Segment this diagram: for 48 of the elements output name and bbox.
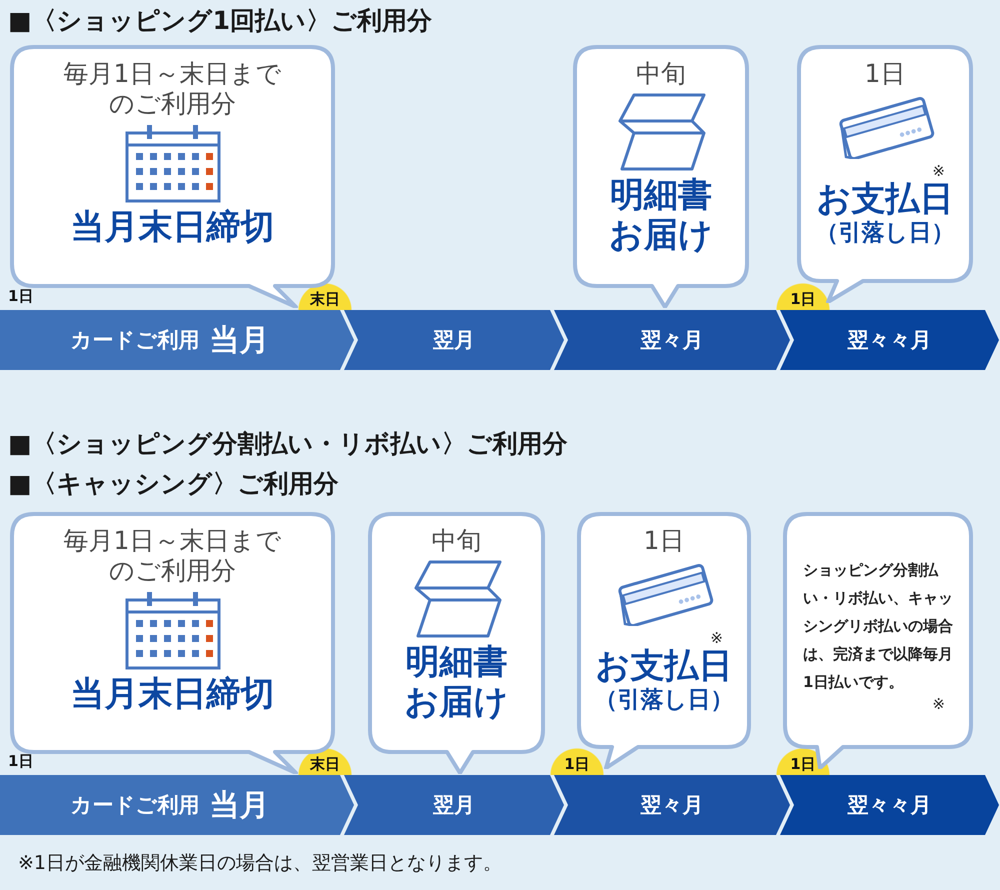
month-label: 翌月: [433, 327, 475, 354]
callout-text: 中旬: [432, 526, 482, 556]
month-band: [0, 310, 354, 370]
note-mark: ※: [710, 630, 723, 646]
callout-heading: 当月末日締切: [70, 674, 274, 714]
speech-bubble: [573, 45, 749, 308]
section-heading: ■〈ショッピング1回払い〉ご利用分: [8, 5, 432, 37]
note-mark: ※: [932, 696, 945, 712]
callout-heading: 当月末日締切: [70, 207, 274, 247]
month-band: [780, 775, 999, 835]
month-band: [344, 310, 564, 370]
callout-heading: お支払日: [596, 646, 732, 686]
date-badge: 末日: [298, 282, 352, 310]
month-label: 当月: [210, 322, 270, 360]
month-label: 翌々々月: [848, 792, 932, 819]
section-heading: ■〈キャッシング〉ご利用分: [8, 468, 339, 500]
callout-heading: お支払日: [816, 179, 954, 219]
callout-heading: 明細書お届け: [608, 175, 714, 255]
callout-subheading: （引落し日）: [816, 219, 954, 247]
month-band: [0, 775, 354, 835]
month-band: [554, 310, 790, 370]
date-badge: 1日: [550, 747, 604, 775]
speech-bubble: [368, 512, 545, 774]
month-band: [780, 310, 999, 370]
month-label: 翌々月: [640, 792, 704, 819]
section-heading: ■〈ショッピング分割払い・リボ払い〉ご利用分: [8, 428, 568, 460]
callout-heading: 明細書お届け: [404, 642, 510, 722]
footnote: ※1日が金融機関休業日の場合は、翌営業日となります。: [18, 851, 502, 876]
callout-text: 毎月1日～末日までのご利用分: [62, 59, 282, 119]
month-label: 翌月: [433, 792, 475, 819]
month-band: [554, 775, 790, 835]
month-label: 当月: [210, 786, 270, 824]
month-label: 翌々々月: [848, 327, 932, 354]
date-badge: 1日: [776, 282, 830, 310]
day-label: 1日: [8, 752, 34, 771]
callout-text: 毎月1日～末日までのご利用分: [62, 526, 282, 586]
day-label: 1日: [8, 287, 34, 306]
callout-text: 1日: [864, 59, 906, 89]
date-badge: 末日: [298, 747, 352, 775]
month-label: 翌々月: [640, 327, 704, 354]
note-mark: ※: [932, 163, 945, 179]
month-label: カードご利用: [70, 792, 200, 819]
note-text: ショッピング分割払い・リボ払い、キャッシングリボ払いの場合は、完済まで以降毎月1日払いです。: [803, 560, 953, 692]
callout-text: 1日: [644, 526, 684, 556]
callout-text: 中旬: [636, 59, 686, 89]
callout-subheading: （引落し日）: [594, 686, 734, 714]
month-label: カードご利用: [70, 327, 200, 354]
date-badge: 1日: [776, 747, 830, 775]
